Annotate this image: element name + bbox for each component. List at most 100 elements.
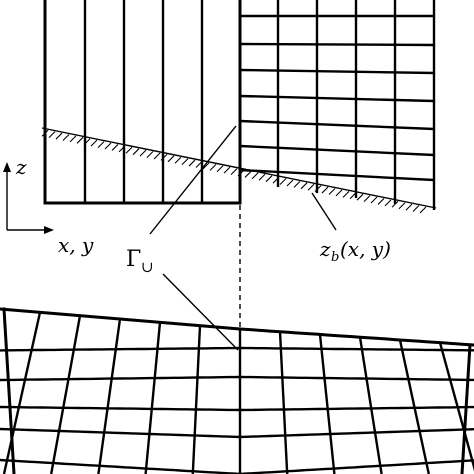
hatch-mark	[118, 145, 126, 153]
hatch-mark	[335, 189, 343, 197]
hatch-mark	[370, 196, 378, 204]
lower-mesh-top-edge	[0, 307, 474, 347]
hatch-mark	[223, 166, 231, 174]
bed-function-label: z b (x, y)	[319, 237, 391, 265]
lower-mesh-horizontal-line	[0, 346, 474, 352]
lower-mesh-horizontal-line	[0, 375, 474, 382]
hatch-mark	[342, 190, 350, 198]
hatch-mark	[391, 200, 399, 208]
lower-coupled-mesh	[0, 307, 474, 474]
bed-label-func: z	[319, 237, 331, 261]
hatch-mark	[76, 136, 84, 144]
hatch-mark	[195, 161, 203, 168]
coordinate-axes	[3, 162, 54, 234]
lower-mesh-vertical-line	[318, 334, 336, 474]
bed-hatching	[41, 129, 427, 214]
lower-mesh-vertical-line	[144, 322, 162, 474]
hatch-mark	[363, 195, 371, 202]
hatch-mark	[181, 158, 189, 166]
right-mesh-horizontal-line	[239, 94, 435, 103]
z-axis-arrowhead	[3, 162, 11, 172]
hatch-mark	[174, 156, 182, 164]
hatch-mark	[258, 173, 266, 181]
right-mesh-horizontal-line	[239, 42, 435, 47]
hatch-mark	[125, 146, 133, 154]
hatch-mark	[55, 132, 63, 140]
hatch-mark	[307, 183, 315, 191]
bed-surface	[41, 127, 437, 214]
right-mesh-horizontal-line	[239, 68, 435, 75]
hatch-mark	[48, 131, 56, 139]
hatch-mark	[132, 148, 140, 156]
xy-axis-label: x, y	[58, 233, 94, 257]
hatch-mark	[139, 149, 147, 157]
hatch-mark	[188, 159, 196, 167]
right-grid-mesh	[238, 0, 436, 210]
hatch-mark	[293, 180, 301, 188]
hatch-mark	[209, 163, 217, 171]
interface-label-subscript: ∪	[141, 258, 154, 276]
lower-mesh-horizontal-line	[0, 405, 474, 412]
right-mesh-horizontal-line	[239, 119, 435, 131]
hatch-mark	[349, 192, 357, 200]
lower-mesh-right-edge	[460, 343, 472, 474]
interface-leader-line-upper	[149, 125, 237, 235]
lower-mesh-vertical-line	[191, 325, 202, 474]
lower-mesh-vertical-line	[97, 318, 122, 474]
lower-mesh-horizontal-line	[0, 458, 474, 474]
lower-mesh-left-edge	[2, 307, 16, 474]
z-axis-label: z	[15, 155, 27, 179]
hatch-mark	[230, 168, 238, 175]
hatch-mark	[62, 134, 70, 141]
hatch-mark	[97, 141, 105, 148]
hatch-mark	[104, 142, 112, 150]
hatch-mark	[153, 152, 161, 160]
interface-leader-line-lower	[162, 273, 239, 351]
lower-mesh-vertical-line	[358, 337, 383, 474]
hatch-mark	[321, 186, 329, 194]
hatch-mark	[160, 153, 168, 161]
hatch-mark	[216, 165, 224, 173]
hatch-mark	[146, 151, 154, 158]
lower-mesh-vertical-line	[398, 339, 430, 474]
hatch-mark	[90, 139, 98, 147]
hatch-mark	[405, 203, 413, 211]
bed-leader-line	[311, 192, 337, 231]
interface-label-symbol: Γ	[126, 247, 141, 272]
hatch-mark	[202, 162, 210, 170]
lower-mesh-vertical-line	[50, 315, 82, 474]
hatch-mark	[69, 135, 77, 143]
hatch-mark	[356, 193, 364, 201]
hatch-mark	[300, 182, 308, 190]
hatch-mark	[237, 169, 245, 177]
hatch-mark	[167, 155, 175, 163]
hatch-mark	[384, 199, 392, 207]
left-column-mesh	[43, 0, 242, 205]
hatch-mark	[41, 129, 49, 137]
hatch-mark	[398, 202, 406, 210]
hatch-mark	[265, 175, 273, 183]
hatch-mark	[272, 176, 280, 184]
lower-mesh-horizontal-line	[0, 427, 474, 439]
lower-mesh-vertical-line	[2, 312, 42, 474]
lower-mesh-vertical-line	[278, 331, 289, 474]
hatch-mark	[328, 188, 336, 195]
bed-label-args: (x, y)	[340, 237, 391, 261]
hatch-mark	[279, 178, 287, 185]
hatch-mark	[377, 198, 385, 205]
hatch-mark	[419, 206, 427, 214]
hatch-mark	[83, 138, 91, 146]
lower-mesh-vertical-line	[438, 342, 474, 472]
hatch-mark	[314, 185, 322, 193]
hatch-mark	[286, 179, 294, 187]
xy-axis-arrowhead	[44, 226, 54, 234]
bed-label-subscript: b	[331, 250, 339, 265]
right-mesh-horizontal-line	[239, 144, 435, 157]
right-mesh-horizontal-line	[239, 168, 435, 182]
bed-line	[41, 127, 437, 209]
hatch-mark	[251, 172, 259, 180]
hatch-mark	[244, 171, 252, 178]
hatch-mark	[111, 144, 119, 151]
interface-label: Γ ∪	[126, 247, 154, 276]
